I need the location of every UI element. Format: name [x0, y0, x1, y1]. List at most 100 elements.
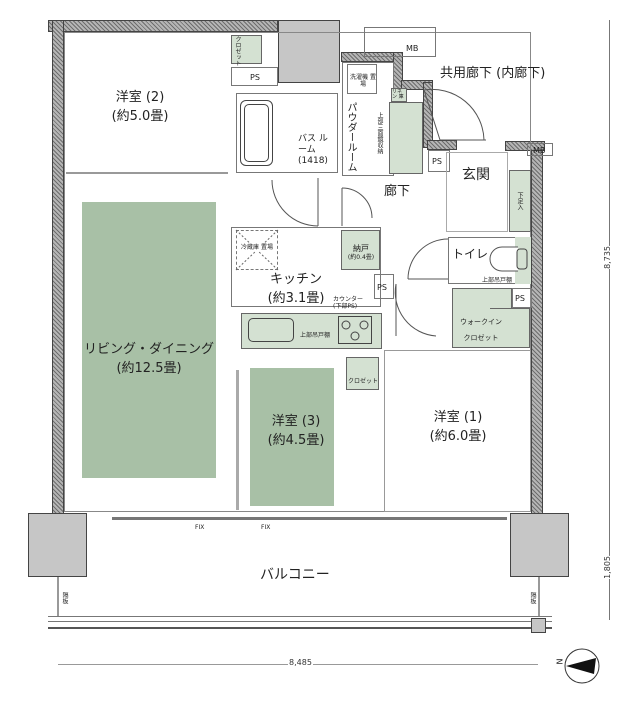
kitchen-outline: [231, 227, 381, 307]
living-sliding-partition[interactable]: [236, 370, 239, 510]
western3-floor: [250, 368, 334, 506]
mirror-storage-label: 上部三面鏡収納: [376, 112, 383, 154]
living-dining-label: リビング・ダイニング (約12.5畳): [74, 340, 224, 378]
living-dining-floor: [82, 202, 216, 478]
bath-label: バス ルーム (1418): [298, 134, 334, 167]
shoe-cabinet-label: 下足入: [516, 192, 523, 210]
toilet-bowl: [489, 246, 528, 272]
balcony-label: バルコニー: [260, 567, 330, 583]
fix-window-label-1: FIX: [195, 524, 205, 531]
living-dining-name: リビング・ダイニング: [83, 342, 214, 357]
exterior-wall-left: [52, 20, 64, 516]
mb-label-1: MB: [406, 44, 419, 53]
column-right: [510, 513, 569, 577]
kitchen-label: キッチン (約3.1畳): [256, 270, 336, 308]
mb-label-2: MB: [533, 146, 546, 155]
bath-size: (1418): [298, 156, 328, 166]
kitchen-name: キッチン: [269, 272, 322, 287]
entrance-label: 玄関: [462, 167, 490, 183]
counter-text: カウンター: [333, 296, 364, 303]
closet-western3[interactable]: [346, 357, 379, 390]
western1-outline: [384, 350, 531, 512]
partition-label-left: 隔板: [61, 592, 68, 604]
bathroom-outline: [236, 93, 338, 173]
storage-room[interactable]: [341, 230, 380, 270]
western1-size: (約6.0畳): [429, 429, 487, 444]
western3-size: (約4.5畳): [267, 433, 325, 448]
closet-western2[interactable]: [231, 35, 262, 64]
bathtub-inner: [244, 104, 269, 162]
western3-name: 洋室 (3): [271, 414, 321, 429]
walk-in-label: ウォークイン クロゼット: [460, 314, 502, 346]
drain-post: [531, 618, 546, 633]
western1-name: 洋室 (1): [433, 410, 483, 425]
south-window-frame[interactable]: [112, 517, 507, 520]
toilet-door-swing[interactable]: [404, 237, 454, 297]
ps-label-3: PS: [515, 294, 525, 303]
washer-space: [347, 64, 377, 94]
ps-label-1: PS: [250, 73, 260, 82]
shoe-cabinet[interactable]: [509, 170, 531, 232]
ps-box-kitchen: [374, 274, 394, 299]
ps-box-walkin: [512, 288, 532, 308]
exterior-wall-top-left: [48, 20, 278, 32]
exterior-wall-right: [531, 146, 543, 516]
fridge-label: 冷蔵庫 置場: [240, 244, 274, 251]
entrance-door-swing[interactable]: [423, 88, 520, 158]
mb-box-right: [527, 143, 553, 156]
western1-door-swing[interactable]: [394, 283, 446, 344]
partition-right: [538, 577, 540, 617]
fridge-space: [236, 230, 278, 270]
linen-closet[interactable]: [391, 88, 407, 102]
kitchen-upper-cabinet-label: 上部吊戸棚: [300, 332, 331, 339]
cooktop: [338, 316, 372, 344]
kitchen-size: (約3.1畳): [267, 291, 325, 306]
walk-in-label-line2: クロゼット: [463, 334, 499, 342]
dimension-width: 8,485: [288, 658, 313, 667]
partition-label-right: 隔板: [529, 592, 536, 604]
counter-sub-text: (下部PS): [333, 303, 358, 310]
closet-western2-label: クロゼット: [234, 36, 241, 66]
toilet-label: トイレ: [452, 247, 489, 261]
balcony-rail-1: [48, 616, 552, 617]
ps-label-4: PS: [377, 283, 387, 292]
common-corridor-label: 共用廊下 (内廊下): [440, 66, 546, 81]
fix-window-label-2: FIX: [261, 524, 271, 531]
toilet-upper-cabinet-label: 上部吊戸棚: [482, 277, 513, 284]
dimension-depth-balcony: 1,805: [602, 556, 613, 579]
kitchen-sink: [248, 318, 294, 342]
balcony-rail-2: [48, 621, 552, 622]
vanity-storage[interactable]: [389, 102, 423, 174]
closet-western3-label: クロゼット: [348, 378, 379, 385]
western2-sliding-door[interactable]: [66, 172, 228, 174]
bath-name: バス ルーム: [298, 134, 328, 155]
powder-room-label: パウダールーム: [345, 102, 356, 172]
western1-label: 洋室 (1) (約6.0畳): [418, 408, 498, 446]
structural-shaft: [278, 20, 340, 83]
partition-left: [57, 577, 59, 617]
north-compass-icon: [564, 648, 600, 684]
balcony-rail-3: [48, 627, 552, 629]
linen-label: リネン 庫: [392, 89, 404, 100]
living-dining-size: (約12.5畳): [116, 361, 182, 376]
storage-name: 納戸: [353, 244, 369, 253]
dimension-line-depth: [609, 20, 610, 620]
walk-in-label-line1: ウォークイン: [460, 318, 502, 326]
cooktop-burners: [341, 320, 369, 341]
dimension-depth-interior: 8,735: [602, 246, 613, 269]
western3-label: 洋室 (3) (約4.5畳): [256, 412, 336, 450]
storage-size: (約0.4畳): [347, 254, 375, 261]
storage-label: 納戸 (約0.4畳): [345, 244, 377, 261]
washer-label: 洗濯機 置場: [350, 74, 376, 88]
mb-box-top: [364, 27, 436, 57]
entrance-outline: [446, 152, 508, 232]
bathtub: [240, 100, 273, 166]
exterior-wall-entry-top: [505, 141, 545, 151]
counter-label: カウンター (下部PS): [333, 296, 363, 310]
ps-label-2: PS: [432, 157, 442, 166]
walk-in-closet-side: [490, 308, 530, 348]
bath-door-swing[interactable]: [270, 178, 330, 238]
storage-door-swing[interactable]: [341, 186, 382, 236]
western2-name: 洋室 (2): [115, 90, 165, 105]
ps-box-entrance: [428, 150, 450, 172]
